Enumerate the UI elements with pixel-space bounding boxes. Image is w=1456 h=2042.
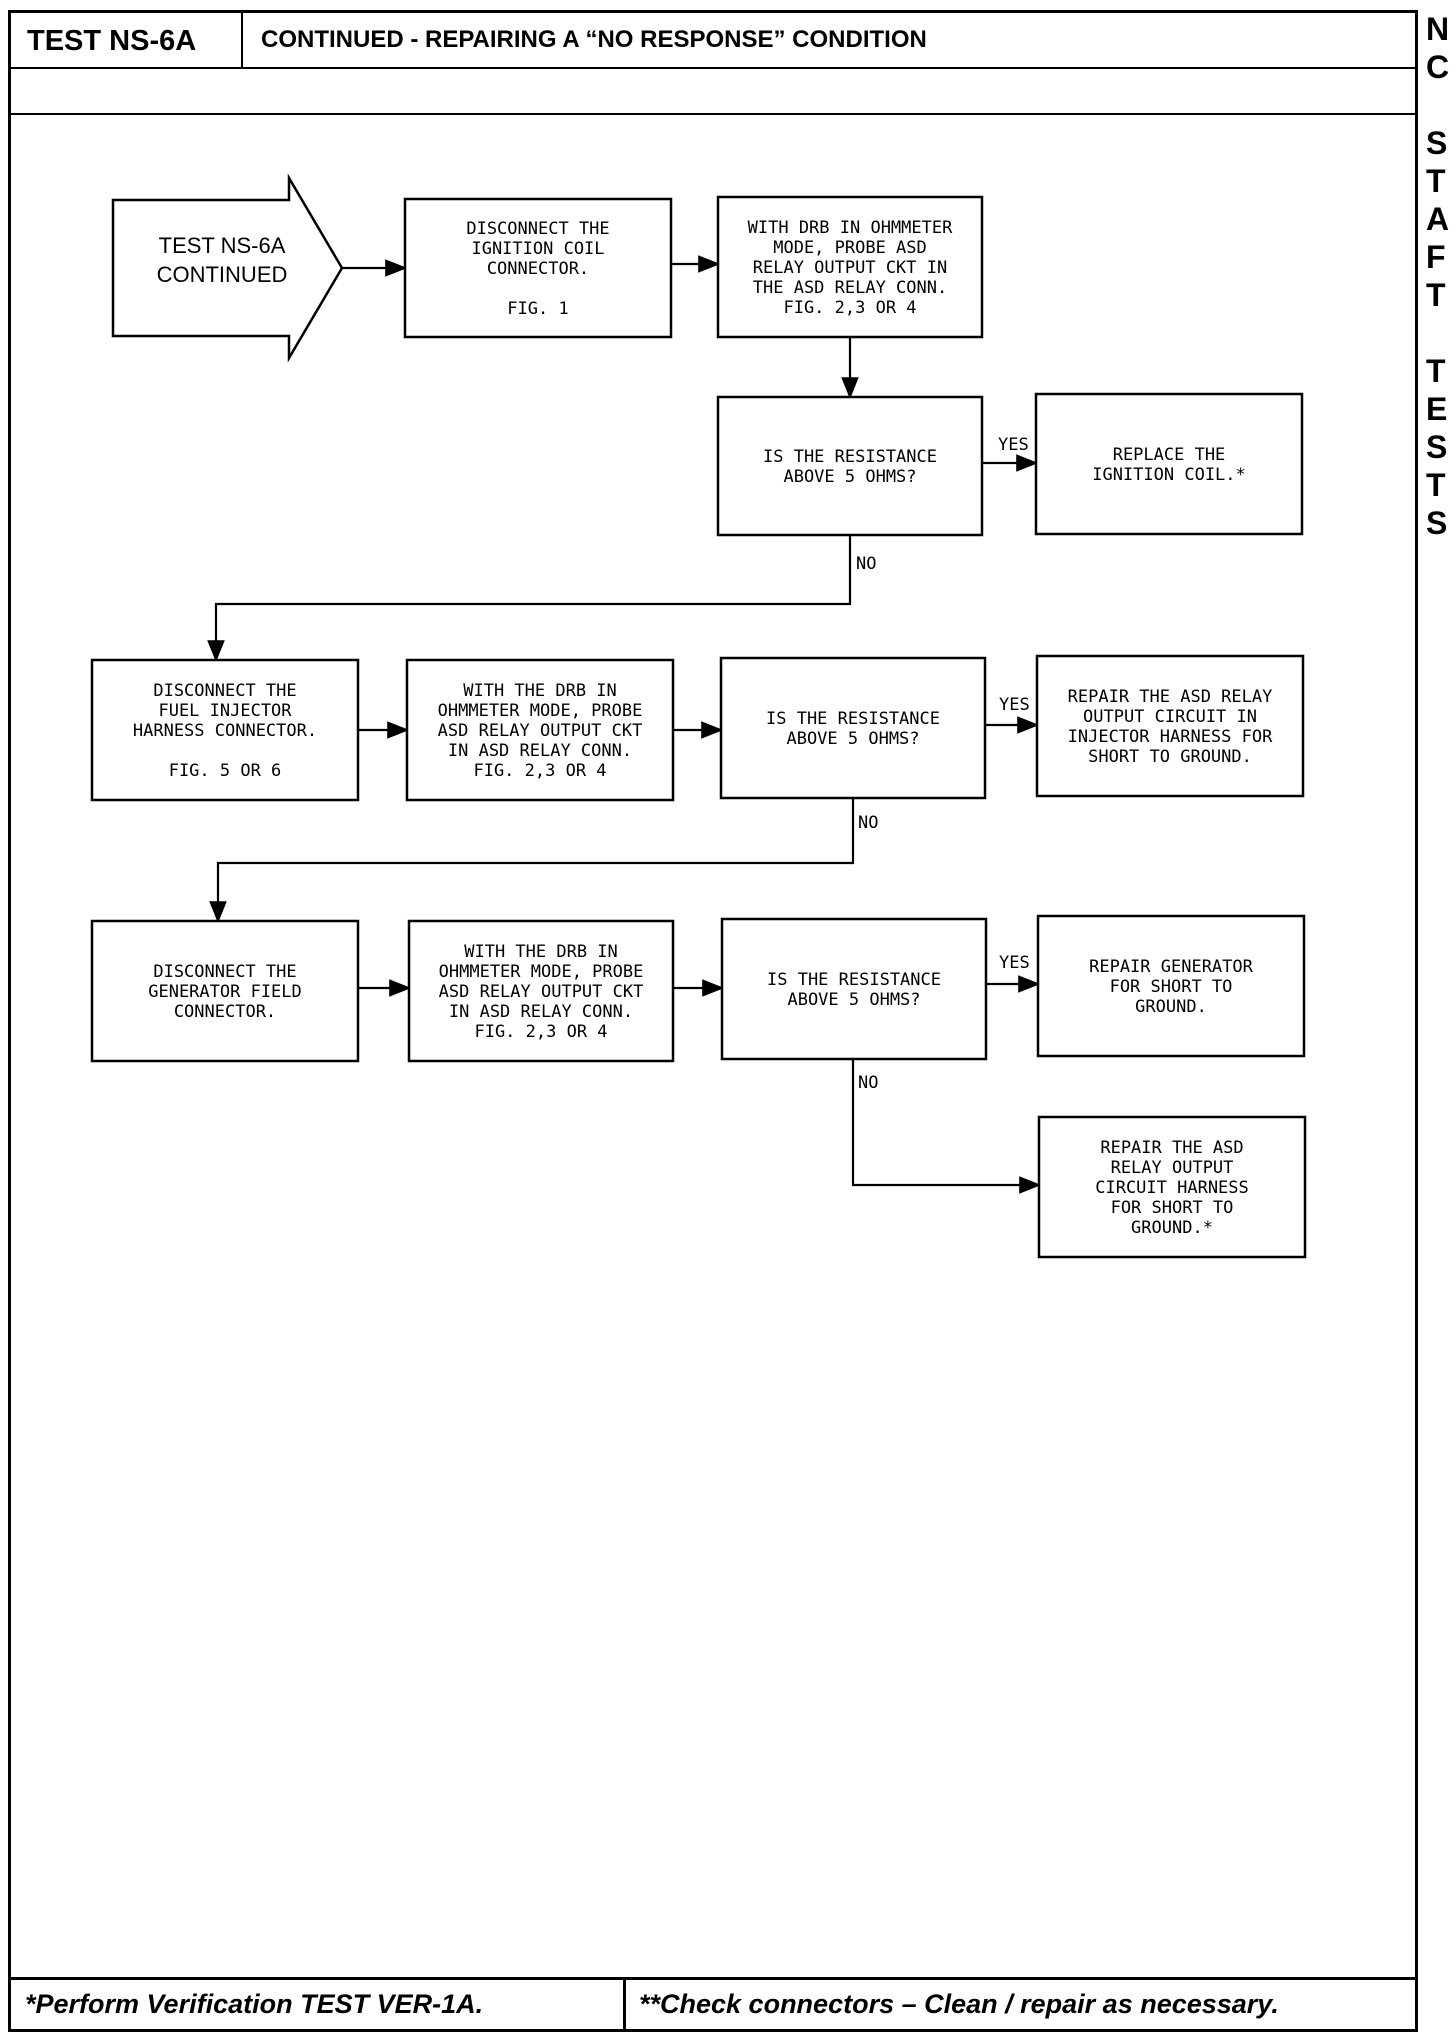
side-strip-letter: T: [1426, 467, 1446, 503]
flow-box-n2: [716, 195, 984, 339]
edge-label-yes: YES: [999, 953, 1030, 973]
flow-box-n9: [90, 919, 360, 1063]
test-id-label: TEST NS-6A: [11, 13, 243, 69]
flow-box-text: MODE, PROBE ASD: [773, 238, 927, 258]
flow-box-text: DISCONNECT THE: [153, 681, 296, 701]
flow-box-text: CIRCUIT HARNESS: [1095, 1178, 1249, 1198]
flow-box-text: FOR SHORT TO: [1111, 1198, 1234, 1218]
flow-box-text: ASD RELAY OUTPUT CKT: [439, 982, 644, 1002]
flow-box-n12: [1036, 914, 1306, 1058]
flow-box-n4: [1034, 392, 1304, 536]
flow-box-text: DISCONNECT THE: [153, 962, 296, 982]
flow-box-text: WITH THE DRB IN: [463, 681, 617, 701]
flow-box-text: IS THE RESISTANCE: [766, 709, 940, 729]
flow-box-text: GROUND.*: [1131, 1218, 1213, 1238]
flow-box-text: OHMMETER MODE, PROBE: [438, 701, 643, 721]
flow-box-text: FUEL INJECTOR: [158, 701, 292, 721]
flow-box-text: RELAY OUTPUT: [1111, 1158, 1234, 1178]
side-strip-letter: F: [1426, 239, 1446, 275]
content-divider: [11, 113, 1415, 115]
side-strip-letter: E: [1426, 391, 1448, 427]
side-strip-letter: A: [1426, 201, 1450, 237]
flow-box-text: RELAY OUTPUT CKT IN: [753, 258, 947, 278]
flow-box-text: OUTPUT CIRCUIT IN: [1083, 707, 1257, 727]
footer-note-connectors: **Check connectors – Clean / repair as n…: [639, 1989, 1279, 2019]
side-strip-letter: S: [1426, 505, 1448, 541]
flow-box-text: IS THE RESISTANCE: [767, 970, 941, 990]
start-arrow-shape: [111, 173, 344, 363]
edge-label-no: NO: [858, 1073, 878, 1093]
flow-box-text: FIG. 5 OR 6: [169, 761, 282, 781]
start-label: CONTINUED: [157, 262, 288, 287]
flow-box-text: IS THE RESISTANCE: [763, 447, 937, 467]
side-strip-letter: C: [1426, 49, 1450, 85]
edge-label-yes: YES: [999, 695, 1030, 715]
header-row: TEST NS-6A CONTINUED - REPAIRING A “NO R…: [11, 13, 1415, 69]
footer-row: *Perform Verification TEST VER-1A. **Che…: [11, 1977, 1415, 2029]
flow-box-text: REPLACE THE: [1113, 445, 1226, 465]
flow-box-text: FIG. 2,3 OR 4: [474, 1022, 607, 1042]
flow-box-n3: [716, 395, 984, 537]
flow-box-text: FIG. 1: [507, 299, 568, 319]
flow-box-text: CONNECTOR.: [174, 1002, 276, 1022]
flow-box-text: GROUND.: [1135, 997, 1207, 1017]
flow-box-text: IGNITION COIL: [471, 239, 604, 259]
flow-box-n11: [720, 917, 988, 1061]
flow-box-n10: [407, 919, 675, 1063]
flow-box-text: REPAIR GENERATOR: [1089, 957, 1254, 977]
edge-n3-n5: [207, 535, 852, 663]
flow-box-text: FOR SHORT TO: [1110, 977, 1233, 997]
flow-box-text: WITH DRB IN OHMMETER: [748, 218, 953, 238]
page-frame: TEST NS-6A CONTINUED - REPAIRING A “NO R…: [8, 10, 1418, 2032]
flow-box-text: SHORT TO GROUND.: [1088, 747, 1252, 767]
flow-box-text: FIG. 2,3 OR 4: [783, 298, 916, 318]
flow-box-text: HARNESS CONNECTOR.: [133, 721, 317, 741]
flow-box-n7: [719, 656, 987, 800]
edge-n11-n13: [851, 1059, 1042, 1194]
side-strip-letter: T: [1426, 163, 1446, 199]
flow-box-n5: [90, 658, 360, 802]
side-strip-letter: S: [1426, 429, 1448, 465]
edge-n7-n9: [209, 798, 855, 924]
flow-box-text: IN ASD RELAY CONN.: [448, 741, 632, 761]
flow-box-n6: [405, 658, 675, 802]
flow-box-text: IN ASD RELAY CONN.: [449, 1002, 633, 1022]
flow-box-text: REPAIR THE ASD RELAY: [1068, 687, 1273, 707]
flow-box-n1: [403, 197, 673, 339]
flow-box-text: DISCONNECT THE: [466, 219, 609, 239]
flow-box-text: OHMMETER MODE, PROBE: [439, 962, 644, 982]
flow-box-text: FIG. 2,3 OR 4: [473, 761, 606, 781]
flow-box-text: THE ASD RELAY CONN.: [753, 278, 947, 298]
flow-box-text: IGNITION COIL.*: [1092, 465, 1246, 485]
page-title: CONTINUED - REPAIRING A “NO RESPONSE” CO…: [261, 26, 927, 53]
flow-box-text: ABOVE 5 OHMS?: [783, 467, 916, 487]
flow-box-text: GENERATOR FIELD: [148, 982, 302, 1002]
flow-box-text: ABOVE 5 OHMS?: [786, 729, 919, 749]
footer-note-verification: *Perform Verification TEST VER-1A.: [11, 1980, 626, 2029]
edge-label-no: NO: [856, 554, 876, 574]
flow-box-text: REPAIR THE ASD: [1100, 1138, 1243, 1158]
flow-box-text: CONNECTOR.: [487, 259, 589, 279]
edge-label-no: NO: [858, 813, 878, 833]
side-strip-letter: S: [1426, 125, 1448, 161]
side-strip-letter: T: [1426, 353, 1446, 389]
flow-box-text: ABOVE 5 OHMS?: [787, 990, 920, 1010]
flow-box-text: INJECTOR HARNESS FOR: [1068, 727, 1273, 747]
side-strip-letter: N: [1426, 11, 1450, 47]
flow-box-n8: [1035, 654, 1305, 798]
flow-box-text: WITH THE DRB IN: [464, 942, 618, 962]
flow-box-text: ASD RELAY OUTPUT CKT: [438, 721, 643, 741]
flow-box-n13: [1037, 1115, 1307, 1259]
start-label: TEST NS-6A: [159, 233, 286, 258]
side-strip-letter: T: [1426, 277, 1446, 313]
edge-label-yes: YES: [998, 435, 1029, 455]
